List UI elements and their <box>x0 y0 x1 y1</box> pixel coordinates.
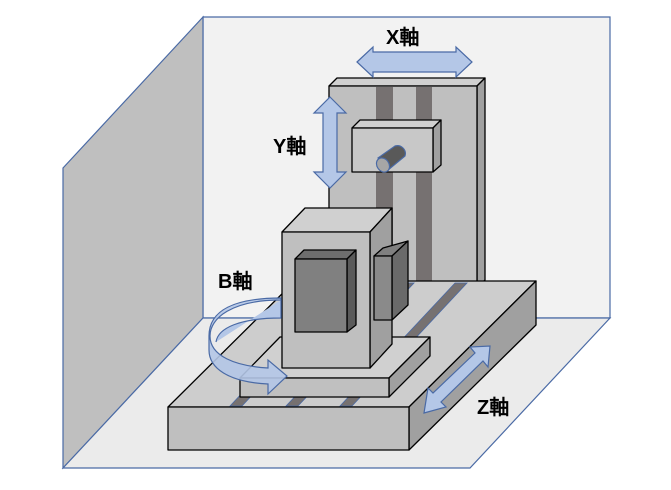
z-axis-arrow <box>423 345 491 414</box>
spindle-head <box>351 119 442 173</box>
b-axis-head <box>281 207 409 369</box>
z-axis-label: Z軸 <box>477 396 509 419</box>
x-axis-label: X軸 <box>386 26 419 49</box>
x-axis-arrow <box>356 45 473 79</box>
b-axis-label: B軸 <box>218 270 252 293</box>
y-axis-label: Y軸 <box>273 135 306 158</box>
y-axis-arrow <box>312 96 348 189</box>
spindle-icon <box>375 145 406 173</box>
column-rail <box>416 87 432 285</box>
b-axis-arrow <box>208 297 288 396</box>
